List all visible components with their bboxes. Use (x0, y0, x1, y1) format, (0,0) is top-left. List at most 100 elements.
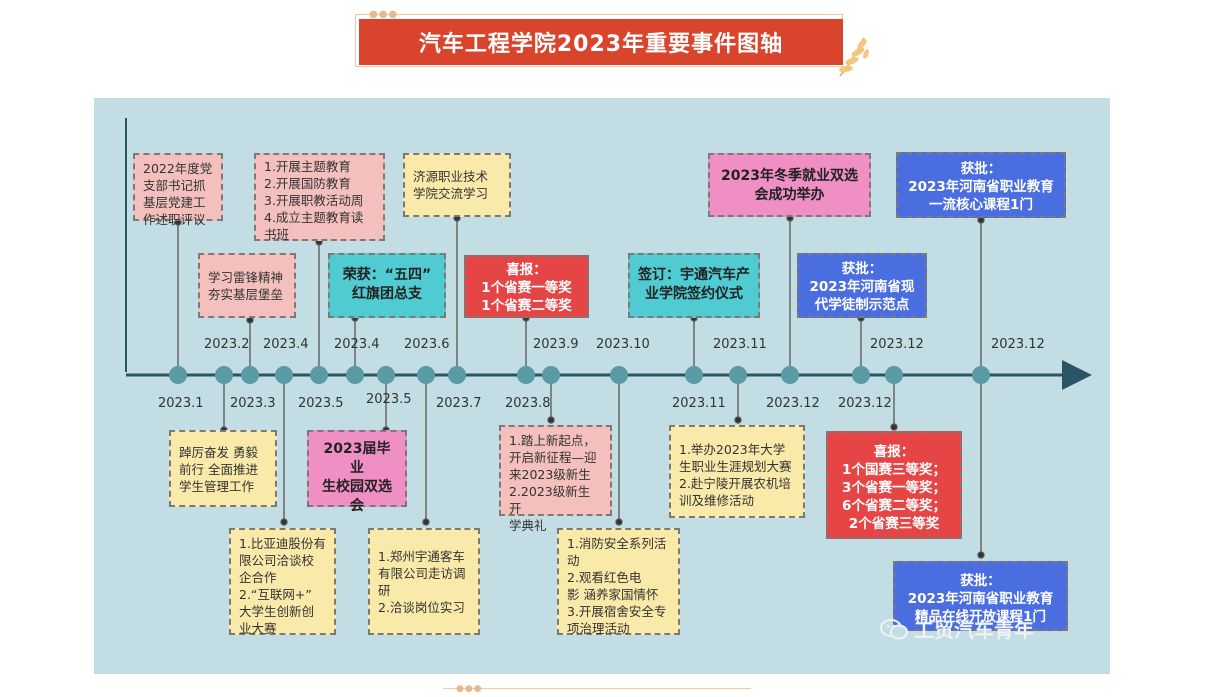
event-line: 动 (567, 553, 580, 568)
event-line: 2个省赛三等奖 (848, 516, 940, 532)
date-label: 2023.10 (596, 337, 650, 352)
timeline-node (448, 366, 466, 384)
event-line: 签订：宇通汽车产 (638, 267, 750, 283)
event-line: 1个省赛一等奖 (481, 280, 572, 296)
timeline-node (310, 366, 328, 384)
event-line: 2023年河南省职业教育 (907, 591, 1054, 607)
timeline-node (346, 366, 364, 384)
event-box: 2023届毕业生校园双选会 (307, 430, 407, 514)
event-box: 签订：宇通汽车产业学院签约仪式 (628, 253, 760, 318)
date-label: 2023.11 (713, 337, 767, 352)
event-line: 项治理活动 (567, 621, 630, 636)
event-line: 代学徒制示范点 (814, 297, 910, 313)
date-label: 2023.3 (230, 396, 276, 411)
event-line: 济源职业技术 (413, 169, 489, 184)
date-label: 2023.7 (436, 396, 482, 411)
event-line: 2.开展国防教育 (264, 176, 351, 191)
event-line: 2022年度党 (143, 161, 213, 176)
event-line: 2.观看红色电 (567, 570, 642, 585)
event-line: 学院交流学习 (413, 186, 489, 201)
event-line: 2.洽谈岗位实习 (378, 600, 465, 615)
date-label: 2023.11 (672, 396, 726, 411)
event-box: 获批：2023年河南省现代学徒制示范点 (797, 253, 927, 318)
leaf-icon (839, 37, 869, 77)
event-line: 2023年冬季就业双选 (721, 168, 858, 184)
connector-dot (547, 416, 555, 424)
event-line: 6个省赛二等奖； (842, 498, 946, 514)
event-line: 生职业生涯规划大赛 (679, 459, 792, 474)
connector-dot (734, 416, 742, 424)
event-line: 开启新征程—迎 (509, 450, 597, 465)
event-line: 夯实基层堡垒 (208, 287, 284, 302)
event-line: 1.郑州宇通客车 (378, 549, 465, 564)
connector-dot (422, 518, 430, 526)
date-label: 2023.5 (298, 396, 344, 411)
event-line: 获批： (841, 261, 883, 277)
wechat-icon (880, 618, 908, 639)
event-line: 3.开展职教活动周 (264, 193, 364, 208)
event-line: 1个省赛二等奖 (481, 298, 572, 314)
event-box: 喜报： 1个省赛一等奖 1个省赛二等奖 (464, 255, 589, 318)
timeline-node (729, 366, 747, 384)
timeline-node (517, 366, 535, 384)
event-box: 踔厉奋发 勇毅前行 全面推进学生管理工作 (169, 430, 277, 507)
event-line: 前行 全面推进 (179, 462, 258, 477)
event-line: 3个省赛一等奖； (842, 480, 946, 496)
event-box: 喜报：1个国赛三等奖；3个省赛一等奖；6个省赛二等奖；2个省赛三等奖 (826, 431, 962, 539)
event-line: 1个国赛三等奖； (842, 462, 946, 478)
event-line: 业学院签约仪式 (645, 286, 743, 302)
timeline-node (610, 366, 628, 384)
event-line: 书班 (264, 227, 290, 242)
date-label: 2023.1 (158, 396, 204, 411)
event-line: 影 涵养家国情怀 (567, 587, 659, 602)
timeline-node (972, 366, 990, 384)
timeline-node (542, 366, 560, 384)
timeline-node (417, 366, 435, 384)
connector-dot (615, 518, 623, 526)
timeline-node (685, 366, 703, 384)
event-line: 3.开展宿舍安全专 (567, 604, 667, 619)
timeline-node (377, 366, 395, 384)
date-label: 2023.9 (533, 337, 579, 352)
event-line: 训及维修活动 (679, 493, 755, 508)
event-line: 荣获：“五四” (342, 267, 432, 283)
timeline-node (169, 366, 187, 384)
event-line: 大学生创新创 (239, 604, 315, 619)
event-line: 限公司洽谈校 (239, 553, 315, 568)
date-label: 2023.8 (505, 396, 551, 411)
event-line: 踔厉奋发 勇毅 (179, 445, 258, 460)
event-line: 4.成立主题教育读 (264, 210, 364, 225)
event-line: 一流核心课程1门 (929, 197, 1033, 213)
event-line: 生校园双选 (322, 479, 392, 495)
event-line: 会成功举办 (754, 187, 825, 203)
date-label: 2023.6 (404, 337, 450, 352)
event-line: 学典礼 (509, 518, 547, 533)
event-line: 2.2023级新生开 (509, 484, 591, 516)
watermark-text: 工贸汽车青年 (914, 618, 1034, 642)
event-line: 1.举办2023年大学 (679, 442, 786, 457)
event-box: 2023年冬季就业双选会成功举办 (708, 153, 871, 217)
date-label: 2023.12 (870, 337, 924, 352)
date-label: 2023.4 (334, 337, 380, 352)
event-box: 获批：2023年河南省职业教育一流核心课程1门 (896, 152, 1066, 218)
event-line: 1.消防安全系列活 (567, 536, 667, 551)
event-line: 业大赛 (239, 621, 277, 636)
watermark: 工贸汽车青年 (880, 614, 1034, 643)
event-line: 作述职评议 (143, 212, 206, 227)
event-line: 喜报： (506, 262, 547, 278)
event-line: 2.“互联网+” (239, 587, 312, 602)
event-line: 红旗团总支 (352, 286, 422, 302)
event-box: 2022年度党支部书记抓基层党建工作述职评议 (133, 153, 223, 227)
date-label: 2023.2 (204, 337, 250, 352)
event-line: 1.踏上新起点， (509, 433, 596, 448)
event-line: 来2023级新生 (509, 467, 591, 482)
event-line: 2023年河南省职业教育 (908, 179, 1054, 195)
event-box: 1.消防安全系列活动 2.观看红色电影 涵养家国情怀 3.开展宿舍安全专项治理活动 (557, 528, 680, 636)
event-line: 2023届毕业 (323, 441, 391, 476)
date-label: 2023.12 (838, 396, 892, 411)
timeline-node (241, 366, 259, 384)
timeline-node (781, 366, 799, 384)
